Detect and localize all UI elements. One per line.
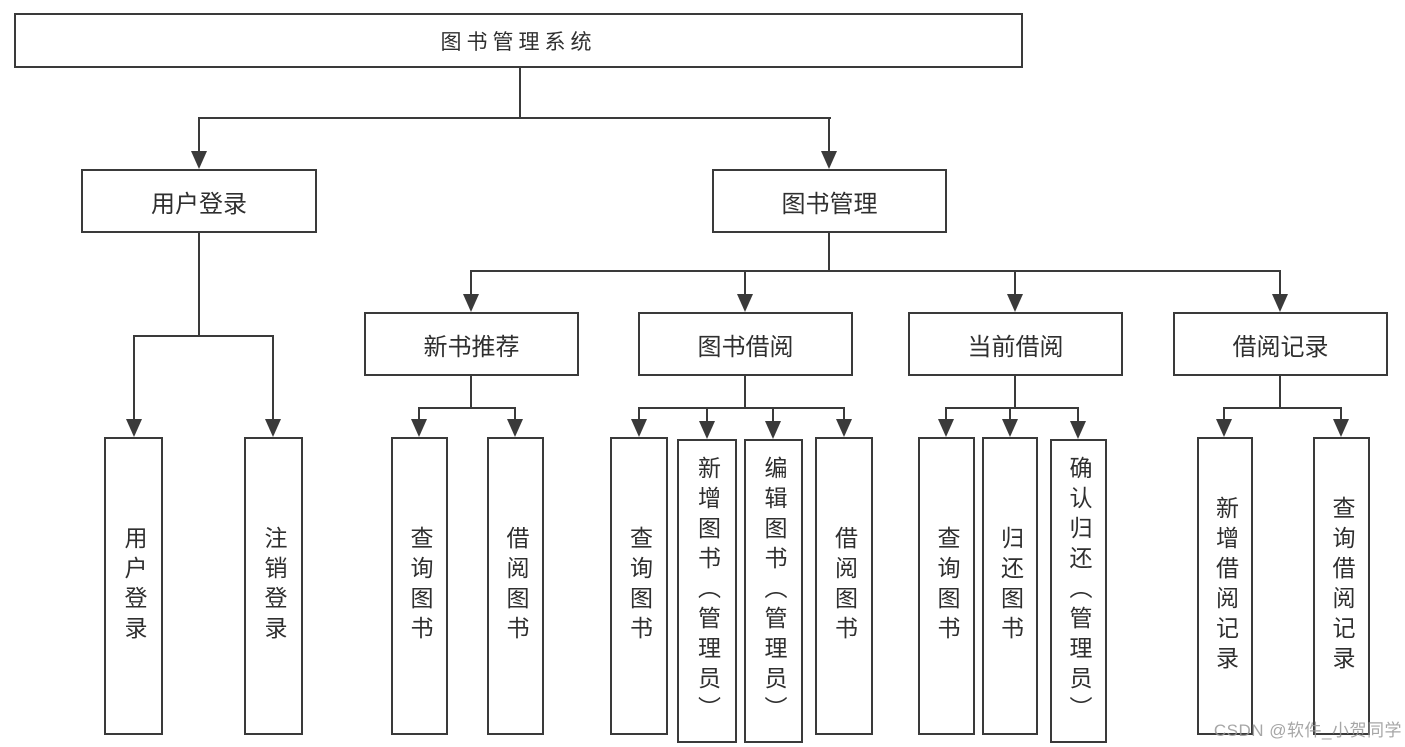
connector-borrow-records-branch: [1224, 407, 1342, 409]
arrowhead-g5-a: [1216, 419, 1232, 437]
leaf-logout: 注销登录: [244, 437, 303, 735]
arrowhead-user-login: [191, 151, 207, 169]
arrowhead-borrow-records: [1272, 294, 1288, 312]
connector-new-book-branch: [419, 407, 516, 409]
connector-g4-a: [945, 407, 947, 420]
connector-to-new-book: [470, 270, 472, 296]
connector-g5-b: [1340, 407, 1342, 420]
node-borrowing-records: 借阅记录: [1173, 312, 1388, 376]
connector-to-leaf-login: [133, 335, 135, 420]
connector-current-borrow-branch: [946, 407, 1079, 409]
arrowhead-g2-b: [507, 419, 523, 437]
connector-user-login-stub: [198, 233, 200, 335]
leaf-query-borrow-record: 查询借阅记录: [1313, 437, 1370, 735]
arrowhead-g4-c: [1070, 421, 1086, 439]
connector-book-borrow-branch: [639, 407, 845, 409]
connector-g3-a: [638, 407, 640, 420]
connector-level3-branch: [471, 270, 1281, 272]
leaf-borrow-books: 借阅图书: [815, 437, 873, 735]
connector-g2-a: [418, 407, 420, 420]
arrowhead-g4-b: [1002, 419, 1018, 437]
connector-to-leaf-logout: [272, 335, 274, 420]
connector-to-book-borrow: [744, 270, 746, 296]
leaf-return-books: 归还图书: [982, 437, 1038, 735]
connector-root-stub: [519, 68, 521, 117]
connector-g4-b: [1009, 407, 1011, 420]
node-user-login: 用户登录: [81, 169, 317, 233]
leaf-confirm-return-admin: 确认归还（管理员）: [1050, 439, 1107, 743]
leaf-edit-books-admin: 编辑图书（管理员）: [744, 439, 803, 743]
leaf-query-books-recommend: 查询图书: [391, 437, 448, 735]
connector-g3-d: [843, 407, 845, 420]
leaf-query-books-current: 查询图书: [918, 437, 975, 735]
arrowhead-book-borrow: [737, 294, 753, 312]
arrowhead-g5-b: [1333, 419, 1349, 437]
connector-to-user-login: [198, 117, 200, 152]
node-new-book-recommend: 新书推荐: [364, 312, 579, 376]
connector-g3-b: [706, 407, 708, 422]
connector-to-book-mgmt: [828, 117, 830, 152]
leaf-add-borrow-record: 新增借阅记录: [1197, 437, 1253, 735]
connector-new-book-stub: [470, 376, 472, 407]
leaf-query-books-borrow: 查询图书: [610, 437, 668, 735]
leaf-add-books-admin: 新增图书（管理员）: [677, 439, 737, 743]
arrowhead-g3-a: [631, 419, 647, 437]
arrowhead-g3-b: [699, 421, 715, 439]
arrowhead-g4-a: [938, 419, 954, 437]
connector-book-mgmt-stub: [828, 233, 830, 270]
csdn-watermark: CSDN @软件_小贺同学: [1213, 721, 1402, 740]
connector-g5-a: [1223, 407, 1225, 420]
leaf-user-login: 用户登录: [104, 437, 163, 735]
node-library-management-system: 图书管理系统: [14, 13, 1023, 68]
arrowhead-leaf-login: [126, 419, 142, 437]
connector-current-borrow-stub: [1014, 376, 1016, 407]
connector-g2-b: [514, 407, 516, 420]
arrowhead-new-book: [463, 294, 479, 312]
connector-book-borrow-stub: [744, 376, 746, 407]
node-book-borrowing: 图书借阅: [638, 312, 853, 376]
node-current-borrowing: 当前借阅: [908, 312, 1123, 376]
node-book-management: 图书管理: [712, 169, 947, 233]
connector-user-login-branch: [134, 335, 274, 337]
arrowhead-g3-c: [765, 421, 781, 439]
connector-borrow-records-stub: [1279, 376, 1281, 407]
arrowhead-book-mgmt: [821, 151, 837, 169]
connector-to-borrow-records: [1279, 270, 1281, 296]
connector-to-current-borrow: [1014, 270, 1016, 296]
arrowhead-leaf-logout: [265, 419, 281, 437]
connector-g4-c: [1077, 407, 1079, 422]
arrowhead-g3-d: [836, 419, 852, 437]
arrowhead-g2-a: [411, 419, 427, 437]
arrowhead-current-borrow: [1007, 294, 1023, 312]
connector-g3-c: [772, 407, 774, 422]
connector-level2-branch: [199, 117, 831, 119]
leaf-borrow-books-recommend: 借阅图书: [487, 437, 544, 735]
